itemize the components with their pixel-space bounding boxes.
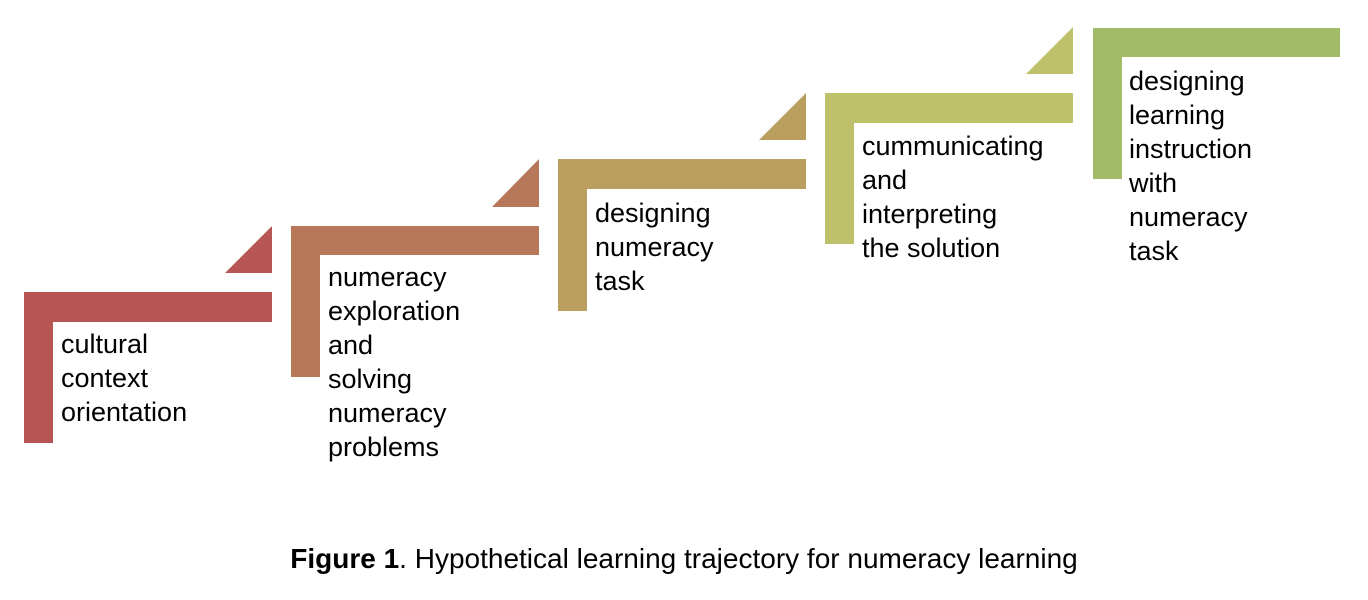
step-5-horizontal-bar <box>1093 28 1340 57</box>
step-2-horizontal-bar <box>291 226 539 255</box>
step-3-vertical-bar <box>558 159 587 311</box>
step-3-corner-triangle <box>759 93 806 140</box>
step-2-label: numeracy exploration and solving numerac… <box>328 262 461 462</box>
step-5-label: designing learning instruction with nume… <box>1129 66 1253 266</box>
step-1-label: cultural context orientation <box>61 329 188 427</box>
learning-trajectory-diagram: cultural context orientation numeracy ex… <box>24 27 1340 462</box>
figure-caption: Figure 1. Hypothetical learning trajecto… <box>0 543 1368 575</box>
step-4-horizontal-bar <box>825 93 1073 123</box>
step-2-corner-triangle <box>492 159 539 207</box>
step-4-corner-triangle <box>1026 27 1073 74</box>
step-4-vertical-bar <box>825 93 854 244</box>
step-5-vertical-bar <box>1093 28 1122 179</box>
step-4-label: cummunicating and interpreting the solut… <box>862 131 1044 263</box>
step-3-label: designing numeracy task <box>595 198 714 296</box>
step-2-vertical-bar <box>291 226 320 377</box>
figure-caption-number: Figure 1 <box>290 543 400 574</box>
figure-caption-text: . Hypothetical learning trajectory for n… <box>399 543 1078 574</box>
step-1-corner-triangle <box>225 226 272 273</box>
step-3-horizontal-bar <box>558 159 806 189</box>
step-1-vertical-bar <box>24 292 53 443</box>
step-1-horizontal-bar <box>24 292 272 322</box>
